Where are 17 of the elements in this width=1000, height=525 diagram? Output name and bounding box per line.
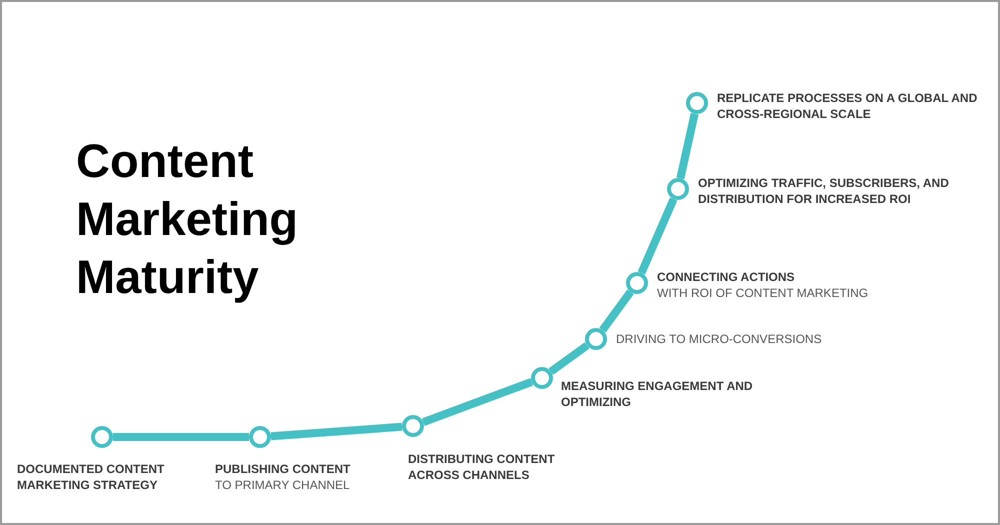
curve-segment — [548, 342, 590, 375]
curve-segment — [113, 433, 249, 441]
milestone-label: TO PRIMARY CHANNEL — [215, 477, 351, 493]
milestone-label: PUBLISHING CONTENT — [215, 461, 352, 477]
milestone-label: DISTRIBUTING CONTENT ACROSS CHANNELS — [408, 451, 556, 483]
milestone-label: CONNECTING ACTIONS — [657, 269, 796, 285]
milestone-label: DOCUMENTED CONTENT MARKETING STRATEGY — [17, 461, 166, 493]
curve-segment — [676, 112, 699, 180]
curve-segment — [638, 197, 678, 275]
milestone-label: WITH ROI OF CONTENT MARKETING — [657, 285, 870, 301]
curve-segment — [270, 422, 402, 440]
milestone-label: MEASURING ENGAGEMENT AND OPTIMIZING — [561, 378, 754, 410]
curve-segment — [599, 290, 634, 332]
milestone-label: DRIVING TO MICRO-CONVERSIONS — [616, 331, 823, 347]
milestone-label: OPTIMIZING TRAFFIC, SUBSCRIBERS, AND DISTRIBUTION FOR INCREASED ROI — [698, 175, 950, 207]
milestone-label: REPLICATE PROCESSES ON A GLOBAL AND CROSS-REGIONAL SCALE — [717, 90, 978, 122]
title: Content Marketing Maturity — [76, 133, 299, 305]
